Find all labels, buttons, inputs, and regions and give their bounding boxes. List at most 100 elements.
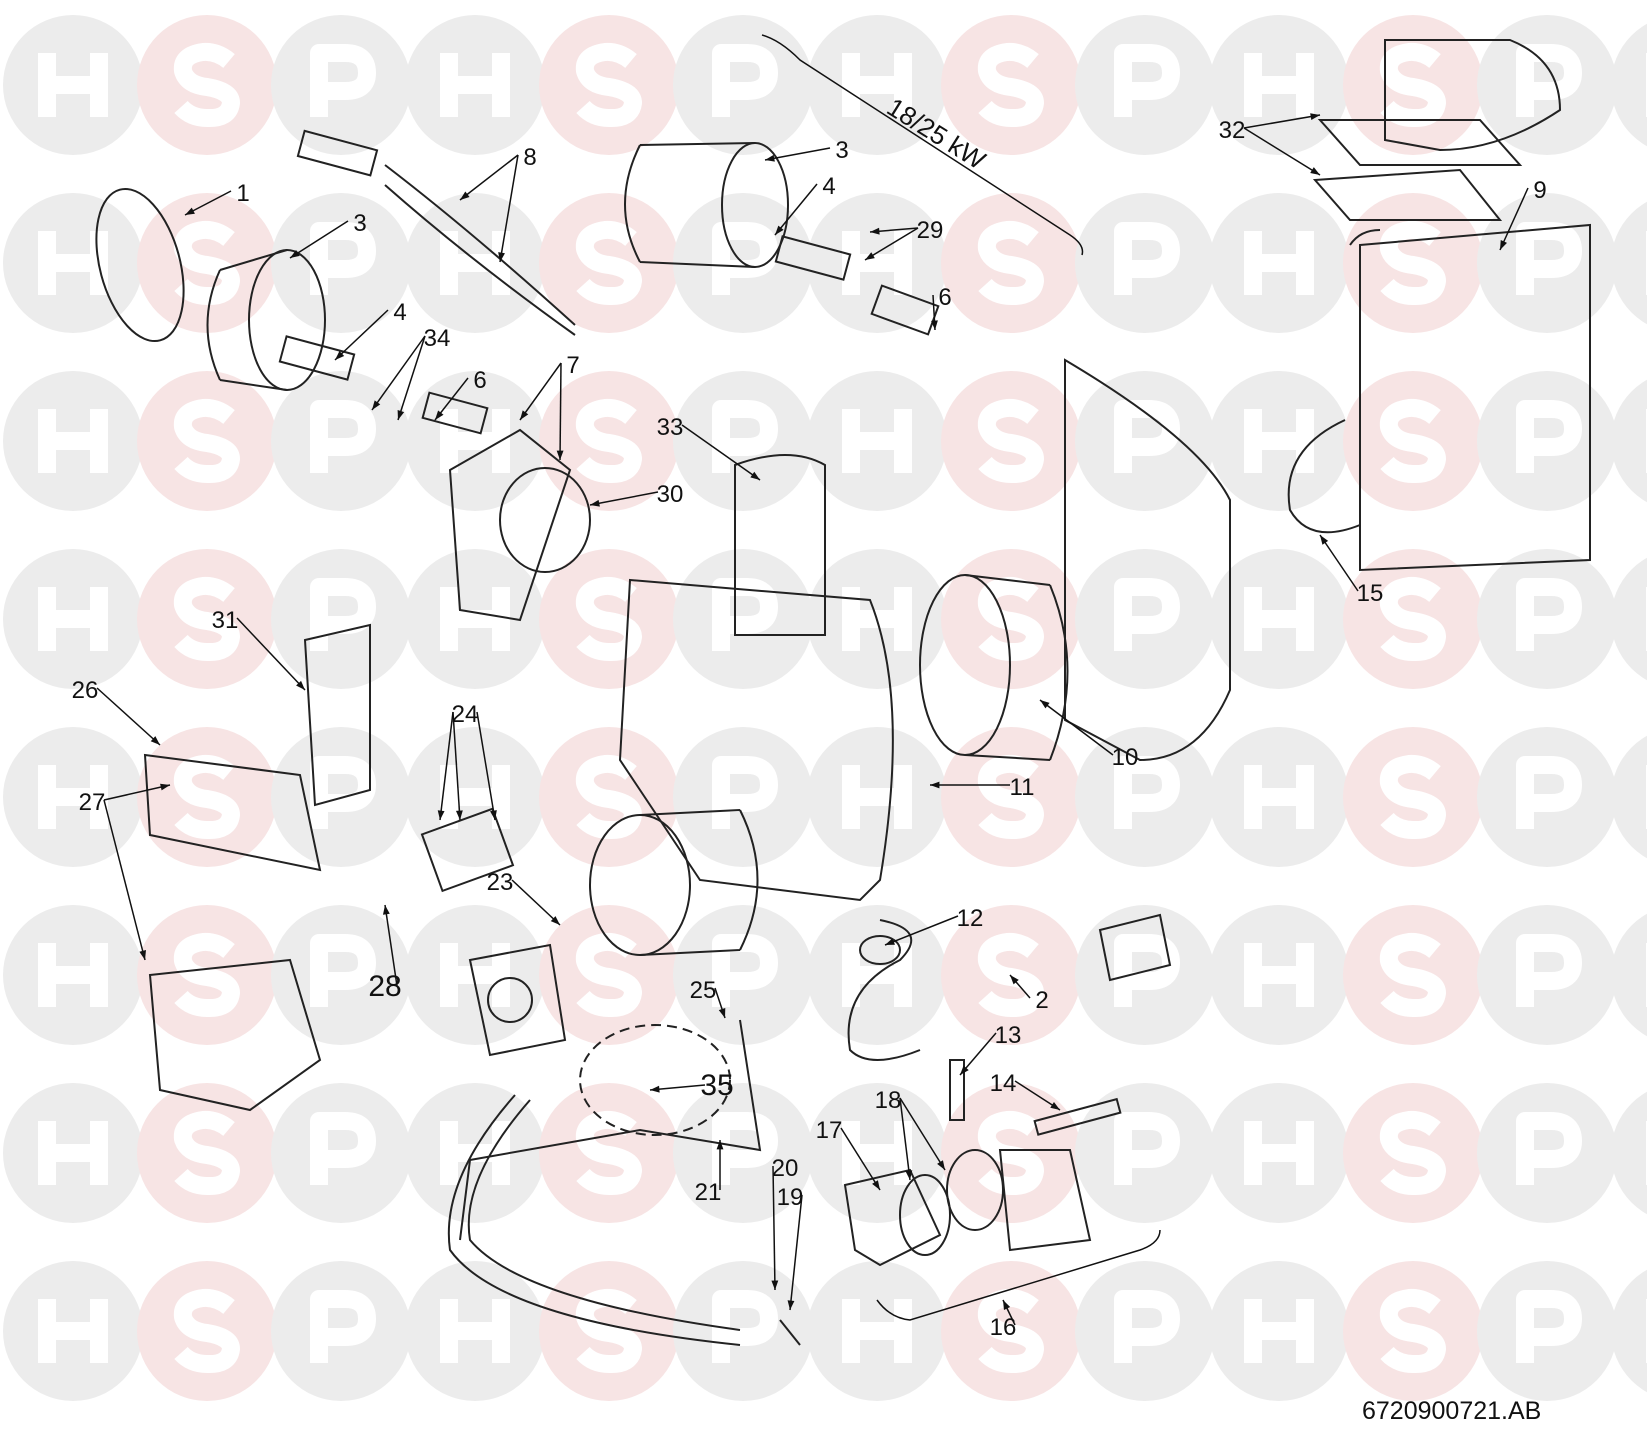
callout-3: 3	[764, 137, 849, 164]
callout-6: 6	[931, 284, 952, 331]
filter-cover	[843, 1168, 942, 1267]
watermark-circle-s	[137, 1083, 277, 1223]
callout-20: 20	[771, 1155, 798, 1291]
callout-label: 6	[938, 284, 951, 311]
watermark-circle-p	[1075, 727, 1215, 867]
callout-label: 13	[995, 1022, 1022, 1049]
watermark-circle-h	[1611, 913, 1647, 1037]
watermark-circle-h	[1209, 549, 1349, 689]
callout-10: 10	[1039, 699, 1138, 771]
callout-label: 16	[990, 1314, 1017, 1341]
watermark-circle-p	[673, 371, 813, 511]
gaskets	[1312, 119, 1523, 221]
nozzle-holder	[448, 428, 572, 622]
watermark-circle-p	[1477, 371, 1617, 511]
watermark-circle-s	[539, 549, 679, 689]
callout-label: 26	[72, 677, 99, 704]
cover-edge	[1349, 229, 1381, 246]
watermark-circle-s	[1343, 1261, 1483, 1401]
screw-14	[1033, 1097, 1122, 1136]
watermark-circle-s	[137, 549, 277, 689]
watermark-circle-h	[1209, 1261, 1349, 1401]
watermark-circle-s	[137, 1261, 277, 1401]
burner-housing	[618, 578, 894, 902]
watermark-circle-p	[1075, 15, 1215, 155]
watermark-circle-h	[1611, 23, 1647, 147]
watermark-circle-p	[673, 905, 813, 1045]
callout-label: 27	[79, 789, 106, 816]
callout-label: 14	[990, 1070, 1017, 1097]
watermark-circle-h	[1611, 201, 1647, 325]
valve-13	[949, 1059, 965, 1121]
air-intake-elbow	[1384, 39, 1562, 152]
cover-26	[143, 753, 322, 872]
callout-label: 9	[1533, 177, 1546, 204]
air-flap	[734, 454, 826, 636]
callout-label: 4	[393, 299, 406, 326]
watermark-circle-h	[807, 1261, 947, 1401]
callout-31: 31	[212, 607, 306, 691]
electrode-top	[296, 129, 379, 177]
watermark-circle-h	[807, 15, 947, 155]
callout-label: 34	[424, 325, 451, 352]
watermark-circle-h	[3, 905, 143, 1045]
callout-label: 21	[695, 1179, 722, 1206]
callout-label: 28	[368, 970, 401, 1003]
watermark-circle-s	[941, 193, 1081, 333]
callout-label: 8	[523, 144, 536, 171]
callout-18: 18	[875, 1087, 946, 1181]
seal-ring	[95, 187, 185, 343]
callout-label: 17	[816, 1117, 843, 1144]
callout-25: 25	[690, 977, 726, 1019]
pump-valve-16	[998, 1149, 1092, 1252]
watermark-circle-s	[137, 193, 277, 333]
watermark-circle-s	[539, 193, 679, 333]
callout-21: 21	[695, 1140, 724, 1206]
watermark-circle-p	[673, 15, 813, 155]
callout-label: 15	[1357, 580, 1384, 607]
watermark-circle-h	[1209, 727, 1349, 867]
detail-35	[579, 1024, 731, 1136]
watermark-circle-s	[941, 371, 1081, 511]
watermark-circle-h	[1209, 905, 1349, 1045]
watermark-circle-h	[1209, 371, 1349, 511]
watermark-circle-p	[271, 15, 411, 155]
watermark-circle-h	[807, 727, 947, 867]
callout-label: 1	[236, 180, 249, 207]
o-ring	[499, 467, 591, 573]
watermark-circle-p	[673, 549, 813, 689]
callout-23: 23	[487, 869, 561, 926]
watermark-circle-s	[137, 371, 277, 511]
watermark-circle-p	[1075, 549, 1215, 689]
watermark-circle-p	[673, 1083, 813, 1223]
sound-damper	[1287, 419, 1361, 534]
watermark-circle-h	[405, 15, 545, 155]
watermark-circle-h	[1611, 1091, 1647, 1215]
watermark-circle-s	[941, 15, 1081, 155]
pump-face	[487, 977, 533, 1023]
callout-label: 18	[875, 1087, 902, 1114]
burner-cover	[1359, 223, 1591, 572]
watermark-circle-s	[539, 1083, 679, 1223]
callout-30: 30	[589, 481, 683, 508]
watermark-circle-s	[539, 905, 679, 1045]
watermark-circle-p	[1075, 1261, 1215, 1401]
callout-label: 35	[700, 1069, 733, 1102]
callout-label: 33	[657, 414, 684, 441]
watermark-circle-h	[405, 905, 545, 1045]
callout-13: 13	[959, 1022, 1022, 1076]
watermark-circle-h	[3, 371, 143, 511]
callout-label: 29	[917, 217, 944, 244]
watermark-circle-h	[1611, 735, 1647, 859]
watermark-circle-p	[1477, 15, 1617, 155]
oil-pipe	[459, 1019, 762, 1241]
callout-6: 6	[434, 367, 487, 421]
callout-14: 14	[990, 1070, 1061, 1111]
callout-label: 25	[690, 977, 717, 1004]
callout-label: 24	[452, 701, 479, 728]
air-inlet-housing	[1064, 358, 1231, 762]
motor-body	[639, 809, 759, 956]
watermark-circle-h	[405, 727, 545, 867]
